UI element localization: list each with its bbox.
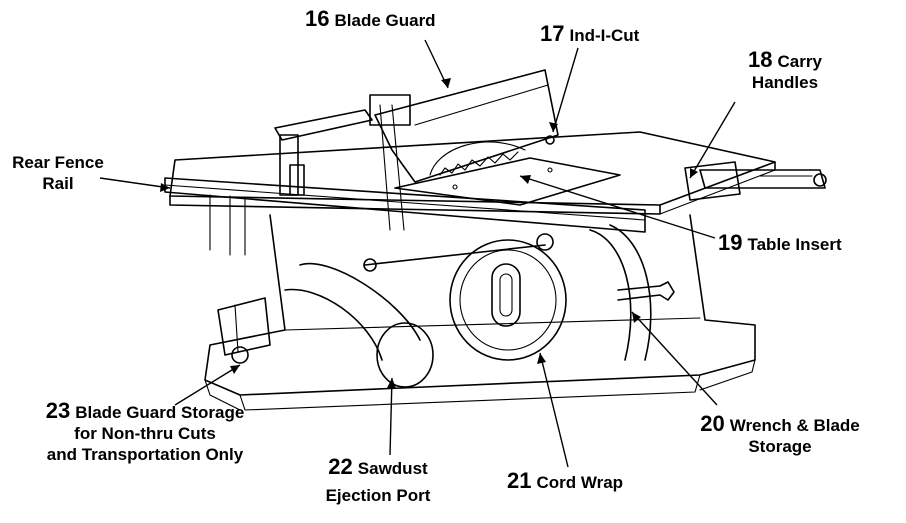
label-number: 21	[507, 468, 532, 493]
label-text-line2: Handles	[751, 73, 819, 92]
storage-bracket	[217, 297, 271, 364]
rip-fence	[274, 109, 373, 196]
label-text: Ind-I-Cut	[569, 26, 640, 45]
label-text-line2: Rail	[42, 174, 74, 193]
label-text-line3: and Transportation Only	[46, 445, 244, 464]
wrench-storage-shape	[589, 224, 675, 361]
saw-blade	[429, 141, 526, 176]
sawdust-chute	[284, 262, 434, 388]
label-number: 22	[328, 454, 353, 479]
right-extension-rail	[699, 169, 827, 189]
label-text: Blade Guard	[334, 11, 436, 30]
label-text-line1: Blade Guard Storage	[75, 403, 245, 422]
label-number: 16	[305, 6, 330, 31]
label-text-line2: Storage	[748, 437, 812, 456]
label-number: 17	[540, 21, 565, 46]
label-number: 23	[45, 398, 71, 423]
label-number: 18	[748, 47, 773, 72]
cord-wrap-shape	[449, 239, 567, 361]
label-text-line2: Ejection Port	[325, 486, 431, 505]
carry-handle-shape	[684, 161, 741, 201]
label-text-line1: Wrench & Blade	[729, 416, 860, 435]
saw-base	[204, 214, 756, 411]
table-top	[169, 131, 776, 215]
label-rear-fence-rail: Rear Fence Rail	[0, 152, 116, 194]
label-text-line1: Sawdust	[357, 459, 428, 478]
height-crank	[363, 233, 554, 272]
label-text: Cord Wrap	[536, 473, 624, 492]
ind-i-cut-marker	[545, 135, 555, 145]
label-text-line1: Carry	[777, 52, 822, 71]
label-text-line2: for Non-thru Cuts	[74, 424, 216, 443]
table-insert-shape	[394, 157, 621, 206]
leader-lines	[99, 39, 736, 468]
label-text-line1: Rear Fence	[12, 153, 104, 172]
label-number: 19	[718, 230, 743, 255]
label-number: 20	[700, 411, 725, 436]
blade-guard-shape	[369, 69, 559, 231]
label-text: Table Insert	[747, 235, 842, 254]
